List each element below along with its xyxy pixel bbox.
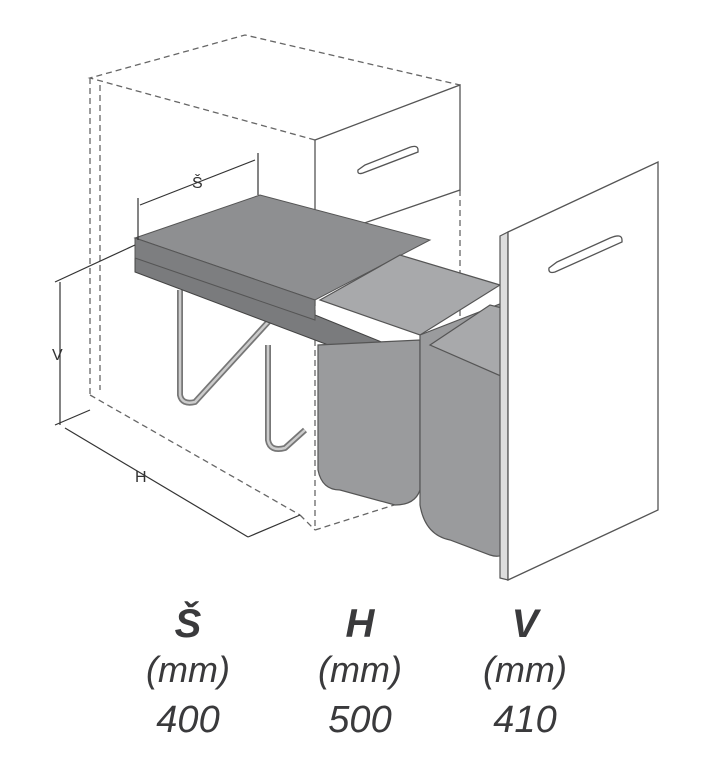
dimension-label: H [345, 602, 375, 646]
height-dimension-label: V [52, 347, 63, 364]
dimension-lines [54, 153, 301, 538]
dimension-value: 410 [493, 699, 557, 741]
dimension-depth: H (mm) 500 [280, 600, 440, 748]
depth-dimension-label: H [135, 469, 147, 486]
dimension-value: 400 [156, 699, 220, 741]
dimension-value: 500 [328, 699, 392, 741]
dimension-height: V (mm) 410 [445, 600, 605, 748]
drawer-handle-icon [357, 145, 419, 175]
dimension-width: Š (mm) 400 [108, 600, 268, 748]
door-handle-icon [548, 235, 623, 274]
dimension-label: V [511, 602, 539, 646]
width-dimension-label: Š [192, 173, 203, 192]
dimension-unit: (mm) [318, 649, 402, 690]
door-panel [499, 160, 659, 582]
bins [317, 254, 511, 557]
pull-out-bin-illustration: Š V H [52, 34, 659, 582]
dimension-unit: (mm) [483, 649, 567, 690]
dimension-label: Š [174, 602, 202, 646]
drawer-front [314, 84, 461, 241]
dimension-unit: (mm) [146, 649, 230, 690]
